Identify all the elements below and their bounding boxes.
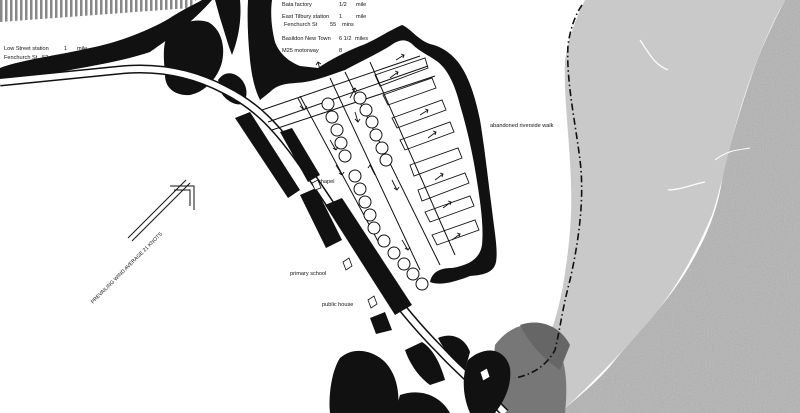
land-mass — [395, 392, 450, 413]
wind-arrow-icon — [127, 179, 195, 242]
legend-value: 1 — [64, 46, 68, 52]
legend-unit: miles — [355, 36, 369, 42]
building-block — [300, 188, 342, 248]
creek — [714, 147, 751, 161]
river-water — [520, 0, 785, 413]
legend-label: East Tilbury station — [282, 14, 330, 20]
legend-label: Fenchurch St — [284, 22, 318, 28]
legend-unit: mile — [77, 46, 88, 52]
building-block — [370, 312, 392, 334]
school-icon — [342, 257, 353, 271]
tree-row — [321, 91, 429, 291]
building-block — [235, 112, 300, 198]
legend-unit: mile — [356, 2, 367, 8]
hatched-area — [0, 0, 196, 22]
land-mass — [463, 350, 511, 413]
boundary-line — [514, 4, 583, 379]
arrow-markers — [297, 53, 461, 251]
land-mass — [438, 335, 470, 370]
landmark-icon — [479, 367, 491, 382]
legend-value: 1 — [339, 14, 343, 20]
legend-label: Bata factory — [282, 2, 312, 8]
building-block — [280, 128, 320, 182]
legend-value: 8 — [339, 48, 343, 54]
land-mass — [215, 0, 241, 55]
legend-label: M25 motorway — [282, 48, 319, 54]
label-chapel: chapel — [318, 179, 335, 185]
chapel-icon — [311, 179, 322, 191]
pub-icon — [367, 295, 378, 309]
legend-unit: mins — [52, 55, 64, 61]
land-mass — [329, 350, 399, 413]
legend-value: 52 — [42, 55, 49, 61]
embankment — [247, 0, 497, 284]
legend-value: 55 — [330, 22, 337, 28]
legend-label: Low Street station — [4, 46, 49, 52]
label-primary-school: primary school — [290, 271, 327, 277]
house-plots — [374, 57, 480, 246]
land-mass — [405, 342, 445, 385]
label-riverside-walk: abandoned riverside walk — [490, 123, 554, 129]
legend-value: 6 1/2 — [339, 36, 352, 42]
industrial-area-dark — [520, 322, 570, 370]
building-block — [325, 198, 412, 315]
land-mass — [0, 0, 212, 80]
creek — [639, 39, 669, 71]
creek — [667, 181, 706, 191]
legend-unit: mile — [356, 14, 367, 20]
legend-label: Basildon New Town — [282, 36, 331, 42]
marsh-land-grain — [560, 0, 800, 413]
label-public-house: public house — [322, 302, 354, 308]
legend-unit: mins — [342, 22, 354, 28]
legend-unit: miles — [356, 48, 370, 54]
legend-value: 1/2 — [339, 2, 347, 8]
legend-label: Fenchurch St — [4, 55, 38, 61]
